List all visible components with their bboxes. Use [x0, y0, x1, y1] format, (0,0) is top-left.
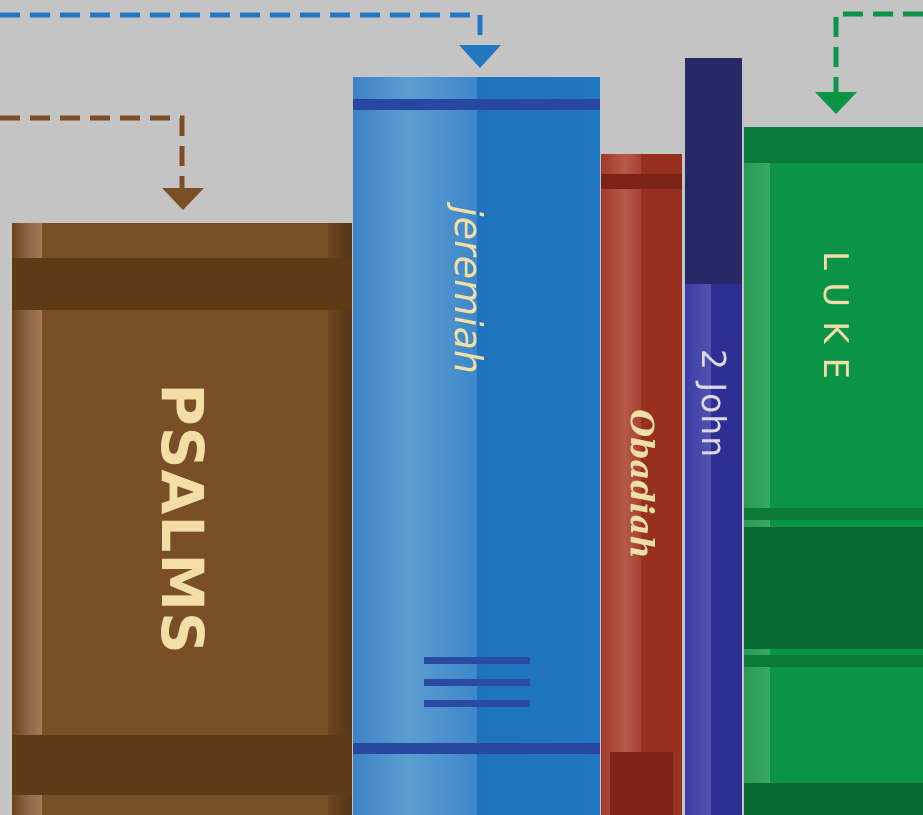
book-title-obadiah: Obadiah	[622, 409, 661, 559]
down-arrow-icon	[459, 45, 501, 68]
luke-connector	[815, 11, 923, 114]
spine-band	[744, 127, 923, 163]
spine-band	[744, 655, 923, 667]
book-jeremiah: jeremiah	[353, 77, 600, 815]
book-title-psalms: PSALMS	[148, 383, 216, 655]
book-2-john: 2 John	[685, 58, 742, 815]
spine-band	[610, 752, 673, 815]
spine-band	[744, 783, 923, 815]
spine-band	[744, 527, 923, 649]
book-title-psalms-wrap: PSALMS	[12, 223, 352, 815]
spine-ornament-line	[424, 700, 530, 707]
down-arrow-icon	[815, 92, 857, 114]
spine-ornament-line	[424, 679, 530, 686]
spine-band	[601, 174, 682, 189]
book-title-jeremiah: jeremiah	[445, 206, 490, 374]
book-luke: LUKE	[744, 127, 923, 815]
book-obadiah: Obadiah	[601, 154, 682, 815]
down-arrow-icon	[162, 188, 204, 210]
spine-band	[12, 735, 352, 795]
jeremiah-connector	[0, 12, 501, 68]
spine-band	[353, 743, 600, 754]
spine-band	[744, 508, 923, 520]
book-title-2-john: 2 John	[694, 348, 733, 458]
book-psalms: PSALMS	[12, 223, 352, 815]
spine-band	[353, 99, 600, 110]
book-title-luke: LUKE	[814, 251, 855, 393]
spine-ornament-line	[424, 657, 530, 664]
spine-band	[12, 258, 352, 310]
psalms-connector	[0, 115, 204, 210]
